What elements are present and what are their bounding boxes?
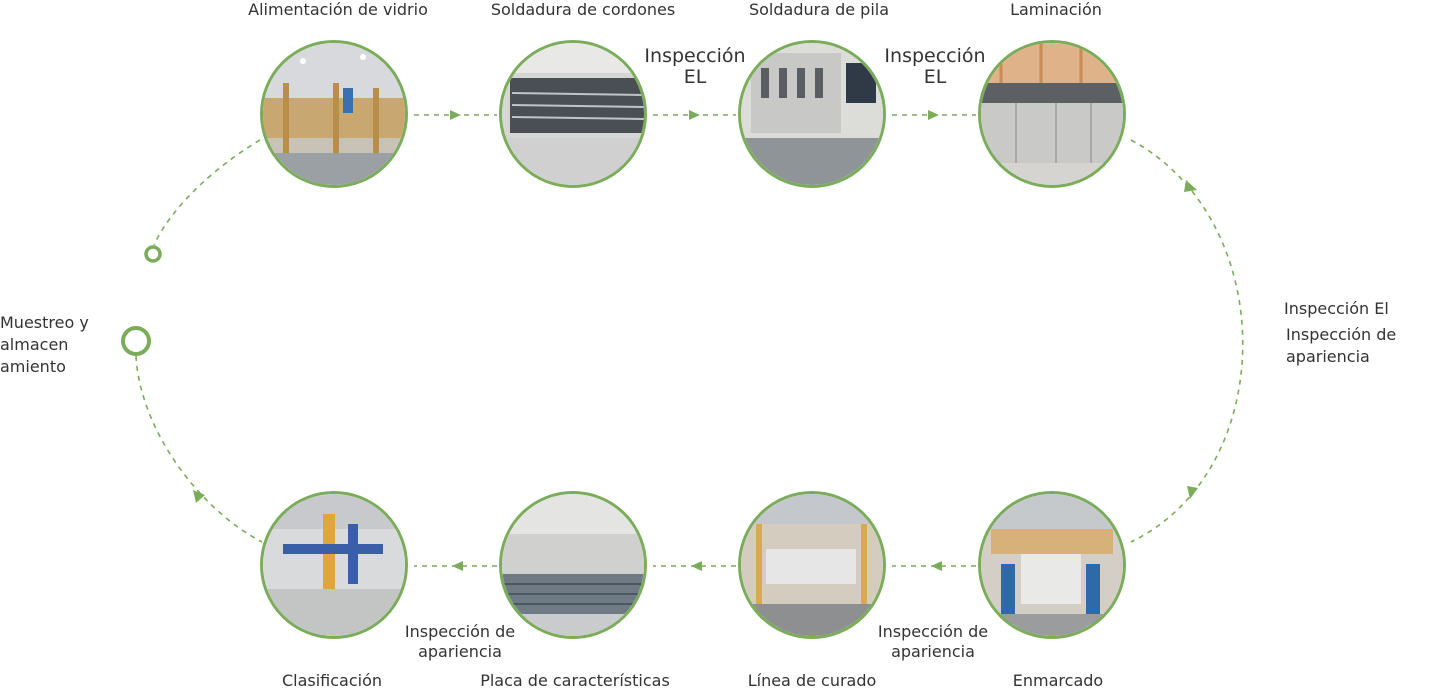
sorting-photo	[260, 491, 408, 639]
appearance-inspection-note-2: Inspección de apariencia	[865, 622, 1001, 662]
appearance-inspection-note-1: Inspección de apariencia	[392, 622, 528, 662]
arrowhead	[452, 561, 463, 571]
string-welding-photo	[499, 40, 647, 188]
note-line: apariencia	[418, 642, 502, 661]
step-label-glass-loading: Alimentación de vidrio	[248, 0, 428, 19]
step-label-nameplate: Placa de características	[480, 671, 670, 690]
stack-welding-photo	[738, 40, 886, 188]
note-line: almacen	[0, 335, 69, 354]
step-label-framing: Enmarcado	[1012, 671, 1104, 690]
glass-loading-photo	[260, 40, 408, 188]
el-inspection-note-1: Inspección EL	[640, 46, 750, 88]
curing-line-photo	[738, 491, 886, 639]
arrowhead	[689, 110, 700, 120]
note-line: EL	[683, 66, 707, 88]
arc-left-bottom	[135, 355, 263, 543]
step-label-lamination: Laminación	[1010, 0, 1102, 19]
final-step-sampling-storage: Muestreo y almacen amiento	[0, 312, 89, 378]
step-label-string-welding: Soldadura de cordones	[490, 0, 676, 19]
step-label-curing-line: Línea de curado	[747, 671, 877, 690]
arrowhead	[1184, 180, 1197, 192]
arc-right	[1130, 139, 1244, 543]
right-inspection-appearance: Inspección de apariencia	[1286, 324, 1396, 368]
note-line: Inspección	[644, 45, 746, 67]
note-line: amiento	[0, 357, 66, 376]
note-line: Inspección de	[877, 622, 989, 641]
start-node-ring	[144, 245, 162, 263]
arrowhead	[450, 110, 461, 120]
note-line: apariencia	[891, 642, 975, 661]
note-line: apariencia	[1286, 347, 1370, 366]
end-node-ring	[121, 326, 151, 356]
arrowhead	[193, 490, 205, 503]
note-line: Inspección de	[404, 622, 516, 641]
el-inspection-note-2: Inspección EL	[880, 46, 990, 88]
lamination-photo	[978, 40, 1126, 188]
step-label-stack-welding: Soldadura de pila	[748, 0, 890, 19]
right-inspection-el: Inspección El	[1284, 299, 1389, 318]
arrowhead	[691, 561, 702, 571]
note-line: Inspección de	[1286, 325, 1397, 344]
step-label-sorting: Clasificación	[281, 671, 383, 690]
arrowhead	[931, 561, 942, 571]
framing-photo	[978, 491, 1126, 639]
note-line: Inspección	[884, 45, 986, 67]
arrowhead	[928, 110, 939, 120]
note-line: EL	[923, 66, 947, 88]
arc-left-top	[153, 139, 261, 246]
nameplate-photo	[499, 491, 647, 639]
note-line: Muestreo y	[0, 313, 89, 332]
arrowhead	[1187, 486, 1198, 499]
